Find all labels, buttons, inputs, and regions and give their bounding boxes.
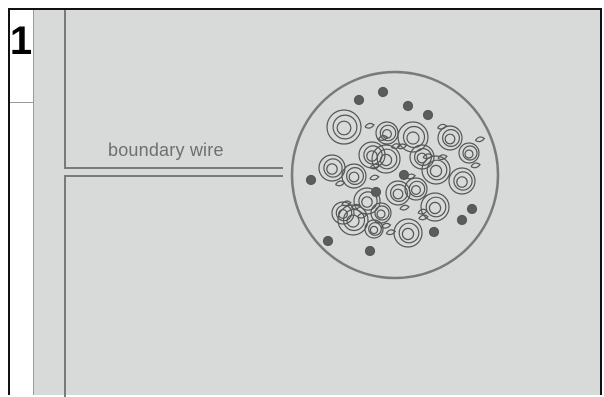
bud-icon xyxy=(402,100,414,112)
leaf-icon xyxy=(380,222,392,229)
rose-icon xyxy=(337,200,369,236)
bud-icon xyxy=(428,226,440,238)
flowerbed-roses xyxy=(305,86,486,257)
rose-icon xyxy=(369,144,401,174)
leaf-icon xyxy=(422,153,433,160)
leaf-icon xyxy=(369,174,380,181)
leaf-icon xyxy=(364,122,375,129)
bud-icon xyxy=(322,235,334,247)
bud-icon xyxy=(466,203,478,215)
flowerbed-outline xyxy=(290,70,500,280)
flowerbed-icon xyxy=(290,70,500,280)
rose-icon xyxy=(404,173,428,201)
rose-icon xyxy=(364,219,397,239)
boundary-wire-label: boundary wire xyxy=(108,140,224,160)
leaf-icon xyxy=(418,214,429,221)
leaf-icon xyxy=(437,123,448,130)
rose-icon xyxy=(326,109,375,145)
rose-icon xyxy=(448,162,481,195)
leaf-icon xyxy=(470,162,481,169)
rose-icon xyxy=(458,136,486,164)
leaf-icon xyxy=(377,135,389,141)
step-column: 1 xyxy=(10,10,34,395)
leaf-icon xyxy=(437,154,448,161)
rose-icon xyxy=(421,153,451,185)
rose-icon xyxy=(341,163,380,189)
rose-icon xyxy=(437,123,463,151)
boundary-wire-diagram xyxy=(64,10,500,397)
step-divider xyxy=(10,102,33,103)
leaf-icon xyxy=(417,208,428,215)
leaf-icon xyxy=(399,204,410,211)
bud-icon xyxy=(398,169,410,181)
bud-icon xyxy=(422,109,434,121)
leaf-icon xyxy=(474,136,486,143)
leaf-icon xyxy=(356,212,368,219)
step-number: 1 xyxy=(9,19,33,63)
bud-icon xyxy=(353,94,365,106)
leaf-icon xyxy=(369,163,381,170)
leaf-icon xyxy=(341,200,352,207)
rose-icon xyxy=(417,192,450,222)
bud-icon xyxy=(370,186,382,198)
leaf-icon xyxy=(396,143,408,150)
bud-icon xyxy=(456,214,468,226)
diagram-frame: 1 boundary wire xyxy=(8,8,602,397)
boundary-wire-upper xyxy=(64,10,283,169)
bud-icon xyxy=(305,174,317,186)
bud-icon xyxy=(364,245,376,257)
boundary-wire-icon xyxy=(64,10,283,397)
leaf-icon xyxy=(385,229,397,236)
bud-icon xyxy=(377,86,389,98)
boundary-wire-lower xyxy=(64,175,283,397)
